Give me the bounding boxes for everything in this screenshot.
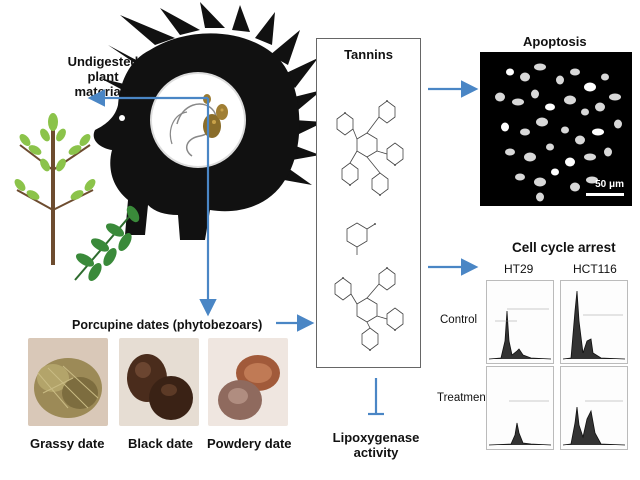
cell-nucleus (565, 157, 575, 167)
scale-bar (586, 193, 624, 196)
cell-nucleus (584, 153, 596, 161)
stomach-circle (150, 72, 246, 168)
tannins-panel: Tannins (316, 38, 421, 368)
leaf-sprig-icon (74, 205, 140, 282)
cell-nucleus (601, 73, 609, 81)
cell-nucleus (536, 192, 544, 202)
date-type-label: Black date (128, 436, 194, 451)
cell-nucleus (556, 75, 564, 85)
lipoxygenase-label: Lipoxygenase activity (332, 430, 420, 460)
cell-nucleus (564, 95, 576, 105)
apoptosis-micrograph: 50 μm (480, 52, 632, 206)
cell-line-label: HCT116 (573, 262, 617, 276)
cell-nucleus (584, 82, 596, 92)
cell-nucleus (495, 92, 505, 102)
cell-nucleus (546, 143, 554, 151)
cell-nucleus (515, 173, 525, 181)
histogram-hct116-control (560, 280, 628, 364)
histogram-ht29-control (486, 280, 554, 364)
cell-nucleus (536, 117, 548, 127)
date-type-label: Powdery date (207, 436, 292, 451)
condition-label: Treatment (437, 392, 489, 404)
tannins-label: Tannins (344, 47, 393, 62)
cell-nucleus (512, 98, 524, 106)
cell-nuclei (495, 63, 622, 202)
grassy-date-photo (28, 338, 108, 426)
date-type-label: Grassy date (30, 436, 105, 451)
cell-nucleus (570, 68, 580, 76)
cell-nucleus (551, 168, 559, 176)
cell-nucleus (520, 128, 530, 136)
cell-nucleus (614, 119, 622, 129)
cell-nucleus (586, 176, 598, 184)
cell-nucleus (604, 147, 612, 157)
cell-nucleus (520, 72, 530, 82)
cell-nucleus (609, 93, 621, 101)
cell-nucleus (570, 182, 580, 192)
cell-nucleus (524, 152, 536, 162)
cell-nucleus (545, 103, 555, 111)
cell-nucleus (531, 89, 539, 99)
cell-nucleus (501, 122, 509, 132)
powdery-date-photo (208, 338, 288, 426)
cell-nucleus (534, 63, 546, 71)
apoptosis-label: Apoptosis (523, 34, 587, 49)
cell-nucleus (581, 108, 589, 116)
black-date-photo (119, 338, 199, 426)
cell-nucleus (506, 68, 514, 76)
scale-bar-label: 50 μm (595, 179, 624, 190)
porcupine-dates-label: Porcupine dates (phytobezoars) (72, 318, 263, 332)
chemical-structures (334, 100, 404, 351)
histogram-ht29-treatment (486, 366, 554, 450)
cell-nucleus (575, 135, 585, 145)
cell-nucleus (561, 126, 569, 134)
cell-nucleus (592, 128, 604, 136)
condition-label: Control (440, 314, 478, 326)
cell-nucleus (534, 177, 546, 187)
cell-line-label: HT29 (504, 262, 534, 276)
cell-nucleus (505, 148, 515, 156)
cell-nucleus (595, 102, 605, 112)
histogram-hct116-treatment (560, 366, 628, 450)
cell-cycle-label: Cell cycle arrest (512, 240, 616, 255)
plant-branch-icon (14, 113, 96, 265)
